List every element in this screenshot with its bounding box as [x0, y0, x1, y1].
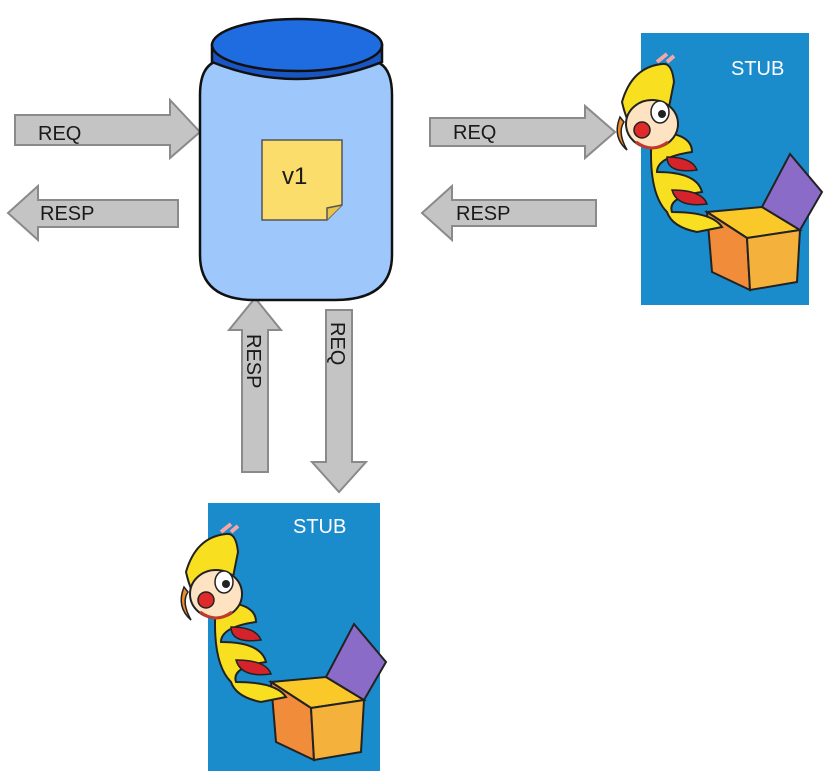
bottom-req-label: REQ [326, 322, 348, 365]
left-resp-label: RESP [40, 203, 94, 225]
right-stub-label: STUB [731, 58, 784, 80]
bottom-req-arrow: REQ [309, 309, 369, 494]
right-req-label: REQ [453, 122, 496, 144]
bottom-resp-arrow: RESP [226, 296, 284, 473]
right-stub: STUB [616, 33, 824, 305]
jack-in-the-box-illustration [180, 522, 388, 762]
bottom-resp-label: RESP [242, 334, 264, 388]
jar-lid-top [210, 17, 384, 73]
right-resp-label: RESP [456, 203, 510, 225]
bottom-stub-label: STUB [293, 516, 346, 538]
version-note-label: v1 [282, 163, 307, 190]
left-req-label: REQ [38, 123, 81, 145]
right-req-arrow: REQ [429, 103, 617, 161]
right-resp-arrow: RESP [420, 183, 597, 243]
bottom-stub: STUB [180, 503, 388, 771]
left-resp-arrow: RESP [6, 183, 179, 243]
left-req-arrow: REQ [14, 97, 202, 161]
recorder-jar: v1 [198, 17, 394, 302]
jack-in-the-box-illustration [616, 52, 824, 292]
version-note: v1 [261, 139, 343, 221]
